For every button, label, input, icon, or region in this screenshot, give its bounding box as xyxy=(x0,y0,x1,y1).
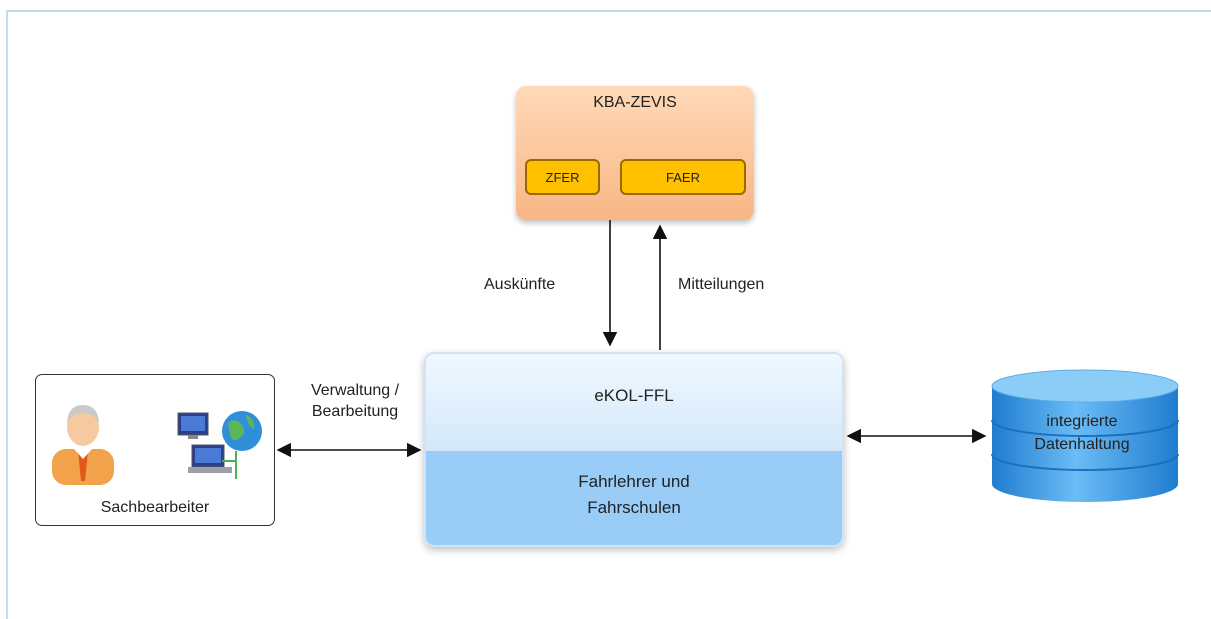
verwaltung-label: Verwaltung / Bearbeitung xyxy=(290,380,420,422)
kba-zevis-node: KBA-ZEVIS ZFER FAER xyxy=(516,86,754,220)
auskuenfte-label: Auskünfte xyxy=(484,276,556,293)
ekol-ffl-node: eKOL-FFL Fahrlehrer und Fahrschulen xyxy=(424,352,844,547)
verwaltung-label-line2: Bearbeitung xyxy=(311,403,399,420)
kba-zevis-title: KBA-ZEVIS xyxy=(593,94,677,111)
ekol-ffl-subtitle: Fahrlehrer und Fahrschulen xyxy=(426,469,842,521)
ekol-ffl-title: eKOL-FFL xyxy=(594,386,674,405)
ekol-ffl-header xyxy=(426,354,842,451)
ekol-ffl-body xyxy=(426,451,842,545)
sachbearbeiter-node: Sachbearbeiter xyxy=(35,374,275,526)
ekol-ffl-subtitle-line1: Fahrlehrer und xyxy=(578,472,690,491)
datenhaltung-label: integrierte Datenhaltung xyxy=(992,410,1172,456)
mitteilungen-label: Mitteilungen xyxy=(678,276,765,293)
sachbearbeiter-label: Sachbearbeiter xyxy=(100,499,210,516)
verwaltung-label-line1: Verwaltung / xyxy=(310,382,400,399)
user-person-icon xyxy=(52,405,114,485)
ekol-ffl-subtitle-line2: Fahrschulen xyxy=(587,498,681,517)
datenhaltung-label-line2: Datenhaltung xyxy=(1034,436,1130,453)
networked-computer-icon xyxy=(177,411,262,479)
frame-border-top xyxy=(6,10,1211,12)
zfer-badge: ZFER xyxy=(525,159,600,195)
faer-badge: FAER xyxy=(620,159,746,195)
datenhaltung-label-line1: integrierte xyxy=(1046,413,1118,430)
database-cylinder-icon xyxy=(991,369,1179,502)
frame-border-left xyxy=(6,10,8,619)
